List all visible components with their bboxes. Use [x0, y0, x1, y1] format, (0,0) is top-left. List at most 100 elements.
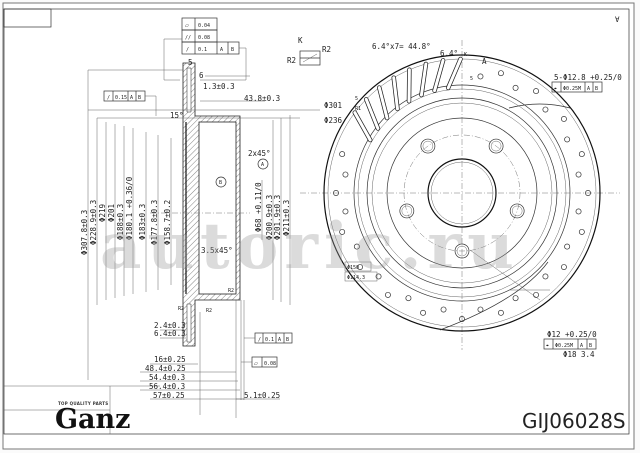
- title-box: [3, 8, 52, 28]
- bolt-hole: [420, 138, 436, 154]
- drill-hole: [533, 291, 540, 298]
- dim-diameter: Φ68 +0.11/0: [254, 182, 263, 232]
- bolt-hole: [454, 243, 470, 259]
- position-value: Φ0.25: [555, 343, 570, 349]
- parallelism-icon: //: [185, 35, 191, 41]
- slot-inner: [377, 86, 389, 120]
- chamfer-3-5x45: 3.5x45°: [201, 246, 233, 255]
- slot-inner: [364, 97, 380, 130]
- drill-hole: [477, 306, 484, 313]
- bolt-holes-label: 5-Φ12.8 +0.25/0: [554, 73, 622, 82]
- small-hole-label: Φ12 +0.25/0: [547, 330, 597, 339]
- diameter-labels-right: Φ68 +0.11/0 Φ200.9±0.3 Φ201.9±0.3 Φ211±0…: [254, 182, 291, 240]
- dim-width-5: 5: [188, 58, 193, 67]
- dim-diameter: Φ201: [107, 204, 116, 222]
- slot-inner: [392, 76, 399, 111]
- part-number: GIJ06028S: [522, 409, 626, 433]
- radius-label: R2: [287, 56, 296, 65]
- slot-radius-label: R1: [355, 106, 361, 112]
- radius-label: R2: [322, 45, 331, 54]
- runout-icon: /: [107, 95, 110, 101]
- drill-hole: [564, 136, 571, 143]
- dim-diameter: Φ219: [98, 204, 107, 222]
- flatness-value: 0.04: [198, 23, 210, 29]
- dim-diameter: Φ307.8±0.3: [80, 210, 89, 255]
- drill-hole: [542, 273, 549, 280]
- drill-hole: [339, 228, 346, 235]
- brand-logo: Ganz: [55, 404, 131, 435]
- radius-label: R2: [178, 306, 184, 312]
- drill-hole: [578, 151, 585, 158]
- chamfer-2x45: 2x45°: [248, 149, 271, 158]
- drill-hole: [333, 190, 339, 196]
- datum-ref: B: [138, 95, 141, 101]
- datum-ref: A: [130, 95, 133, 101]
- dim-width-6: 6: [199, 71, 204, 80]
- drill-hole: [353, 243, 360, 250]
- dim-54-4: 54.4±0.3: [149, 373, 185, 382]
- angle-step-label: 6.4°: [440, 49, 458, 58]
- k-mark: K: [464, 52, 467, 58]
- runout-icon: /: [258, 337, 261, 343]
- drill-hole: [375, 273, 382, 280]
- dim-diameter-236: Φ236: [324, 116, 343, 125]
- drill-hole: [497, 309, 504, 316]
- flatness-value: 0.08: [264, 361, 276, 367]
- drill-hole: [342, 171, 349, 178]
- bolt-hole-inner: [422, 140, 434, 152]
- dim-5-1: 5.1±0.25: [244, 391, 280, 400]
- dim-57: 57±0.25: [153, 391, 185, 400]
- bolt-hole-inner: [490, 140, 502, 152]
- radius-label: R2: [228, 288, 234, 294]
- dim-16: 16±0.25: [154, 355, 186, 364]
- outer-frame: [2, 2, 635, 450]
- runout-icon: /: [186, 47, 189, 53]
- dim-diameter-150: Φ150: [347, 265, 359, 271]
- flatness-icon: ⏥: [185, 23, 189, 29]
- drill-hole: [497, 70, 504, 77]
- mmc-modifier: M: [570, 343, 573, 349]
- drill-hole: [560, 264, 567, 271]
- dim-diameter: Φ180.1 +0.36/0: [125, 176, 134, 240]
- dim-48-4: 48.4±0.25: [145, 364, 186, 373]
- a-mark: A: [482, 57, 487, 66]
- bottom-dimensions: 2.4±0.3 6.4±0.3 16±0.25 48.4±0.25 54.4±0…: [145, 321, 280, 400]
- front-view: [300, 40, 620, 350]
- section-view: [87, 62, 320, 418]
- drill-hole: [339, 151, 346, 158]
- drill-hole: [585, 190, 591, 196]
- dim-diameter-114: Φ114.3: [347, 275, 365, 281]
- dim-diameter-301: Φ301: [324, 101, 342, 110]
- tolerance-frame-bottom: / 0.1 A B ⏥ 0.08: [241, 332, 293, 368]
- datum-b-marker: [215, 176, 227, 188]
- tolerance-frame-top: ⏥ // / 0.04 0.08 0.1 A B: [163, 17, 247, 81]
- slot-width-label: 5: [470, 76, 473, 82]
- watermark: autoric.ru: [100, 209, 520, 284]
- drill-hole: [575, 208, 582, 215]
- slot-inner: [419, 62, 428, 97]
- slot-width-label: 5: [355, 96, 358, 102]
- detail-k-label: K: [298, 36, 303, 45]
- drill-hole: [384, 291, 391, 298]
- drill-depth-label: 3.4: [581, 350, 595, 359]
- bolt-hole: [509, 203, 525, 219]
- dim-2-4: 2.4±0.3: [154, 321, 186, 330]
- detail-k: K R2 R2: [287, 36, 331, 66]
- dim-56-4: 56.4±0.3: [149, 382, 185, 391]
- datum-ref: A: [580, 343, 583, 349]
- datum-ref: A: [587, 86, 590, 92]
- drill-hole: [420, 309, 427, 316]
- drill-hole: [512, 84, 519, 91]
- dim-diameter: Φ158.7±0.2: [163, 200, 172, 245]
- drill-hole: [405, 295, 412, 302]
- datum-a-marker: [257, 158, 269, 170]
- surface-finish-icon: ∀: [615, 15, 620, 24]
- drill-hole: [342, 208, 349, 215]
- datum-ref: B: [589, 343, 592, 349]
- runout-value: 0.15: [115, 95, 127, 101]
- drill-hole: [440, 306, 447, 313]
- slot-inner: [353, 111, 372, 142]
- drill-hole: [578, 228, 585, 235]
- dim-diameter: Φ228.9±0.3: [89, 200, 98, 245]
- slot-inner: [433, 58, 445, 93]
